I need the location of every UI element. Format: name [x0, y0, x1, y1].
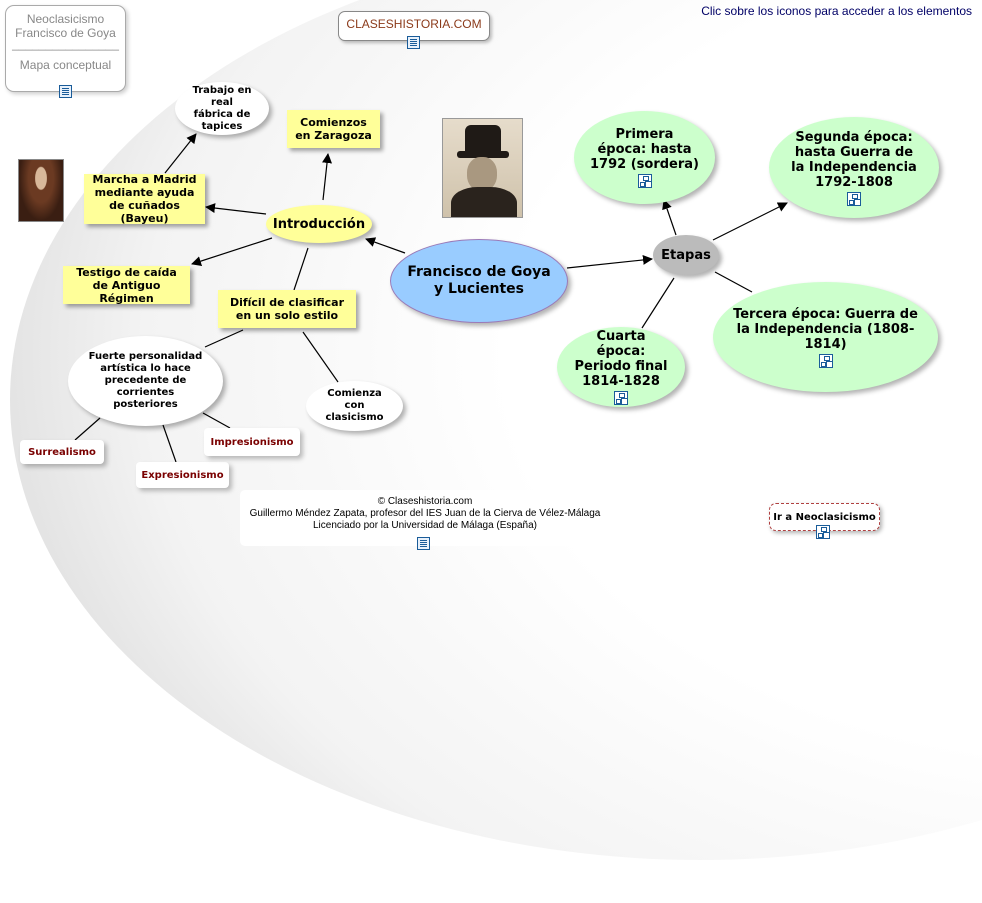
- comienzos-label: Comienzos en Zaragoza: [295, 116, 372, 142]
- line-fuerte-expresionismo: [162, 424, 177, 463]
- fuerte-label: Fuerte personalidad artística lo hace pr…: [88, 351, 203, 410]
- line-dificil-fuerte: [204, 329, 244, 348]
- portrait-bayeu-image[interactable]: [18, 159, 64, 222]
- etapas-label: Etapas: [661, 247, 711, 263]
- line-marcha-trabajo: [164, 133, 197, 174]
- title-line1: Neoclasicismo: [26, 12, 105, 26]
- cuarta-epoca-node[interactable]: Cuarta época: Periodo final 1814-1828: [557, 327, 685, 407]
- line-etapas-tercera: [714, 271, 753, 293]
- impresionismo-node[interactable]: Impresionismo: [204, 428, 300, 456]
- testigo-node[interactable]: Testigo de caída de Antiguo Régimen: [63, 265, 190, 305]
- line-intro-dificil: [293, 247, 309, 291]
- line-fuerte-impresionismo: [202, 412, 231, 429]
- concept-map-icon[interactable]: [637, 174, 652, 188]
- tercera-epoca-label: Tercera época: Guerra de la Independenci…: [733, 306, 918, 352]
- title-line2: Francisco de Goya: [15, 26, 116, 40]
- line-intro-comienzos: [322, 153, 332, 201]
- site-link-box[interactable]: CLASESHISTORIA.COM: [338, 11, 490, 49]
- portrait-goya-image[interactable]: [442, 118, 523, 218]
- line-intro-marcha: [205, 203, 267, 215]
- concept-map-icon[interactable]: [614, 391, 628, 405]
- title-box: Neoclasicismo Francisco de Goya ________…: [5, 5, 126, 98]
- line-etapas-cuarta: [641, 277, 675, 329]
- comienzos-node[interactable]: Comienzos en Zaragoza: [287, 110, 380, 148]
- site-name: CLASESHISTORIA.COM: [346, 17, 482, 31]
- marcha-label: Marcha a Madrid mediante ayuda de cuñado…: [92, 173, 197, 225]
- segunda-epoca-node[interactable]: Segunda época: hasta Guerra de la Indepe…: [769, 117, 939, 218]
- dificil-label: Difícil de clasificar en un solo estilo: [229, 296, 345, 322]
- credits-box: © Claseshistoria.com Guillermo Méndez Za…: [240, 490, 610, 550]
- line-etapas-segunda: [712, 202, 788, 241]
- credits-line3: Licenciado por la Universidad de Málaga …: [312, 520, 538, 531]
- testigo-label: Testigo de caída de Antiguo Régimen: [76, 265, 177, 305]
- line-fuerte-surrealismo: [74, 417, 101, 441]
- trabajo-node[interactable]: Trabajo en real fábrica de tapices: [175, 82, 269, 135]
- credits-line1: © Claseshistoria.com: [377, 496, 473, 507]
- title-line3: Mapa conceptual: [19, 58, 112, 72]
- goya-central-node[interactable]: Francisco de Goya y Lucientes: [390, 239, 568, 323]
- line-dificil-comienza: [302, 331, 339, 383]
- dificil-node[interactable]: Difícil de clasificar en un solo estilo: [218, 290, 356, 328]
- line-etapas-primera: [662, 199, 677, 236]
- fuerte-node[interactable]: Fuerte personalidad artística lo hace pr…: [68, 336, 223, 426]
- primera-epoca-node[interactable]: Primera época: hasta 1792 (sordera): [574, 111, 715, 204]
- tercera-epoca-node[interactable]: Tercera época: Guerra de la Independenci…: [713, 282, 938, 392]
- segunda-epoca-label: Segunda época: hasta Guerra de la Indepe…: [791, 129, 917, 190]
- line-intro-testigo: [191, 237, 273, 266]
- goya-central-label: Francisco de Goya y Lucientes: [407, 264, 551, 297]
- surrealismo-label: Surrealismo: [28, 446, 96, 458]
- impresionismo-label: Impresionismo: [210, 436, 294, 448]
- line-center-etapas: [566, 254, 653, 269]
- line-center-introduccion: [365, 237, 406, 254]
- expresionismo-node[interactable]: Expresionismo: [136, 462, 229, 488]
- primera-epoca-label: Primera época: hasta 1792 (sordera): [590, 127, 699, 172]
- document-icon[interactable]: [59, 85, 72, 98]
- document-icon[interactable]: [417, 537, 430, 550]
- concept-map-icon[interactable]: [818, 353, 833, 368]
- ir-neoclasicismo-label: Ir a Neoclasicismo: [773, 511, 876, 523]
- credits-line2: Guillermo Méndez Zapata, profesor del IE…: [249, 508, 601, 519]
- concept-map-icon[interactable]: [847, 191, 861, 206]
- comienza-node[interactable]: Comienza con clasicismo: [306, 381, 403, 431]
- expresionismo-label: Expresionismo: [141, 469, 224, 481]
- etapas-node[interactable]: Etapas: [653, 235, 719, 275]
- trabajo-label: Trabajo en real fábrica de tapices: [192, 84, 252, 132]
- title-separator: ________________: [12, 37, 119, 51]
- document-icon[interactable]: [407, 36, 420, 49]
- introduccion-label: Introducción: [272, 216, 366, 232]
- comienza-label: Comienza con clasicismo: [325, 388, 384, 423]
- marcha-node[interactable]: Marcha a Madrid mediante ayuda de cuñado…: [84, 173, 205, 225]
- background-sweep: [10, 0, 982, 860]
- instruction-text: Clic sobre los iconos para acceder a los…: [701, 4, 972, 18]
- introduccion-node[interactable]: Introducción: [266, 205, 372, 243]
- concept-map-icon[interactable]: [816, 525, 830, 539]
- cuarta-epoca-label: Cuarta época: Periodo final 1814-1828: [574, 329, 668, 389]
- surrealismo-node[interactable]: Surrealismo: [20, 440, 104, 464]
